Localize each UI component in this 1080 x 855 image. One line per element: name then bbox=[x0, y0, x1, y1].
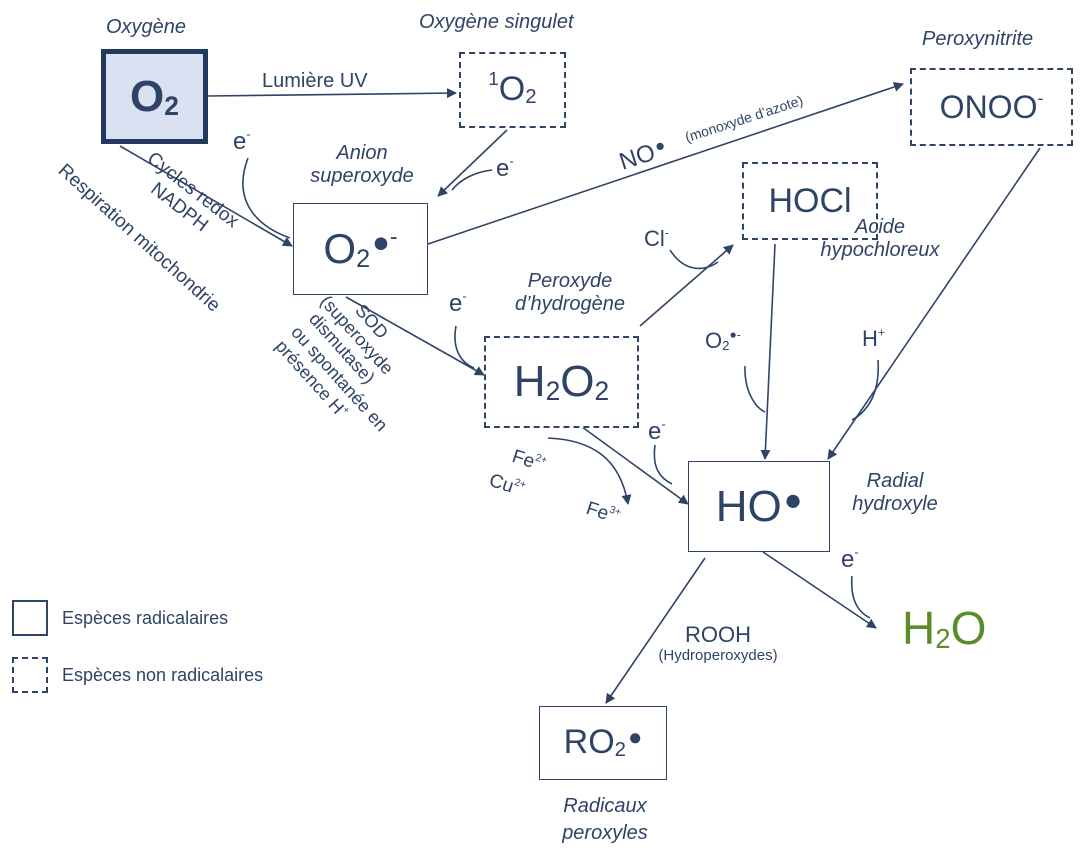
oxygen-formula: O2 bbox=[130, 71, 179, 121]
arrow-electron-h2o2 bbox=[653, 444, 673, 485]
legend-non-radical-swatch bbox=[12, 657, 48, 693]
uv-light-label: Lumière UV bbox=[262, 70, 368, 92]
arrow-electron-o2 bbox=[242, 157, 291, 239]
peroxynitrite-label: Peroxynitrite bbox=[922, 28, 1034, 50]
peroxynitrite-box: ONOO- bbox=[910, 68, 1073, 146]
arrow-ho-to-ro2 bbox=[605, 557, 706, 704]
singlet-oxygen-label: Oxygène singulet bbox=[419, 11, 574, 33]
chloride-label: Cl- bbox=[644, 225, 669, 251]
arrow-chloride bbox=[669, 249, 719, 270]
arrow-electron-ho bbox=[850, 575, 871, 619]
arrow-singlet-to-superoxide bbox=[437, 129, 508, 197]
arrow-superoxide-to-onoo bbox=[427, 82, 904, 245]
electron-label-superoxide: e- bbox=[449, 288, 467, 317]
hydrogen-peroxide-box: H2O2 bbox=[484, 336, 639, 428]
oxygen-box: O2 bbox=[101, 49, 208, 144]
arrow-h2o2-to-hocl bbox=[639, 244, 734, 327]
hydroperoxides-label: ROOH (Hydroperoxydes) bbox=[658, 622, 778, 665]
hydroxyl-radical-box: HO● bbox=[688, 461, 830, 552]
legend-radical-label: Espèces radicalaires bbox=[62, 608, 229, 628]
arrow-superoxide-to-h2o2 bbox=[345, 296, 485, 376]
legend-radical-swatch bbox=[12, 600, 48, 636]
arrow-ho-to-h2o bbox=[762, 551, 877, 629]
proton-label: H+ bbox=[862, 325, 885, 351]
superoxide-formula: O2●- bbox=[323, 223, 398, 273]
electron-label-o2: e- bbox=[233, 126, 251, 155]
electron-label-ho: e- bbox=[841, 544, 859, 573]
peroxyl-radical-formula: RO2● bbox=[563, 723, 643, 762]
arrow-fenton-metal bbox=[547, 437, 632, 505]
oxygen-label: Oxygène bbox=[106, 16, 187, 38]
superoxide-reagent-label: O2●- bbox=[705, 327, 741, 353]
superoxide-box: O2●- bbox=[293, 203, 428, 295]
arrow-electron-superoxide bbox=[454, 325, 475, 369]
singlet-oxygen-box: 1O2 bbox=[459, 52, 566, 128]
electron-label-h2o2: e- bbox=[648, 416, 666, 445]
arrow-superoxide-reagent bbox=[744, 365, 766, 413]
peroxynitrite-formula: ONOO- bbox=[939, 87, 1044, 125]
arrow-o2-to-superoxide bbox=[119, 145, 293, 247]
electron-label-singlet: e- bbox=[496, 153, 514, 182]
hydrogen-peroxide-formula: H2O2 bbox=[513, 357, 610, 406]
arrow-h2o2-to-ho bbox=[566, 415, 689, 505]
arrow-hocl-to-ho bbox=[760, 243, 776, 460]
arrow-o2-to-singlet bbox=[207, 88, 457, 99]
hocl-formula: HOCl bbox=[768, 181, 852, 220]
arrow-proton bbox=[851, 359, 880, 421]
hydroxyl-radical-formula: HO● bbox=[715, 481, 803, 531]
peroxyl-radical-box: RO2● bbox=[539, 706, 667, 780]
singlet-oxygen-formula: 1O2 bbox=[488, 68, 537, 109]
legend-non-radical-label: Espèces non radicalaires bbox=[62, 665, 264, 685]
arrow-electron-singlet bbox=[451, 169, 493, 191]
hocl-box: HOCl bbox=[742, 162, 878, 240]
water-product: H2O bbox=[902, 602, 987, 655]
arrow-onoo-to-ho bbox=[827, 147, 1041, 460]
